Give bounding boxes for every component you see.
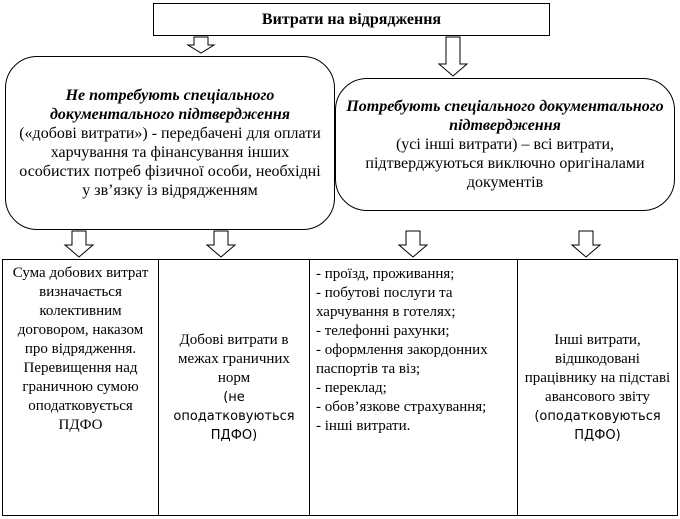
arrow-title-to-left xyxy=(186,36,216,54)
arrow-left-to-cell2 xyxy=(205,230,237,258)
expense-list: - проїзд, проживання; - побутові послуги… xyxy=(316,265,511,436)
left-branch-heading: Не потребують спеціального документально… xyxy=(49,87,291,123)
left-branch-node: Не потребують спеціального документально… xyxy=(5,56,335,230)
cell-daily-within-norms-text: Добові витрати в межах граничних норм xyxy=(178,331,290,386)
list-item: - побутові послуги та харчування в готел… xyxy=(316,285,456,320)
cell-daily-sum: Сума добових витрат визначається колекти… xyxy=(2,259,159,516)
list-item: - переклад; xyxy=(316,380,387,396)
arrow-title-to-right xyxy=(437,36,469,77)
arrow-right-to-cell3 xyxy=(397,230,429,258)
cell-expense-list: - проїзд, проживання; - побутові послуги… xyxy=(309,259,518,516)
cell-daily-within-norms: Добові витрати в межах граничних норм (н… xyxy=(158,259,310,516)
cell-daily-within-norms-note: (не оподатковуються ПДФО) xyxy=(173,389,295,443)
title-box: Витрати на відрядження xyxy=(153,3,550,36)
arrow-right-to-cell4 xyxy=(570,230,602,258)
right-branch-text: (усі інші витрати) – всі витрати, підтве… xyxy=(365,136,645,191)
list-item: - телефонні рахунки; xyxy=(316,323,450,339)
list-item: - проїзд, проживання; xyxy=(316,266,455,282)
cell-other-expenses: Інші витрати, відшкодовані працівнику на… xyxy=(517,259,678,516)
cell-other-expenses-note: (оподатковуються ПДФО) xyxy=(534,408,661,443)
cell-daily-sum-text: Сума добових витрат визначається колекти… xyxy=(12,265,149,433)
list-item: - оформлення закордонних паспортів та ві… xyxy=(316,342,488,377)
right-branch-node: Потребують спеціального документального … xyxy=(335,78,675,211)
left-branch-text: («добові витрати») - передбачені для опл… xyxy=(19,125,321,199)
list-item: - інші витрати. xyxy=(316,418,411,434)
arrow-left-to-cell1 xyxy=(63,230,95,258)
list-item: - обов’язкове страхування; xyxy=(316,399,487,415)
cell-other-expenses-text: Інші витрати, відшкодовані працівнику на… xyxy=(524,331,671,405)
right-branch-heading: Потребують спеціального документального … xyxy=(346,98,664,134)
diagram-title: Витрати на відрядження xyxy=(261,10,442,28)
